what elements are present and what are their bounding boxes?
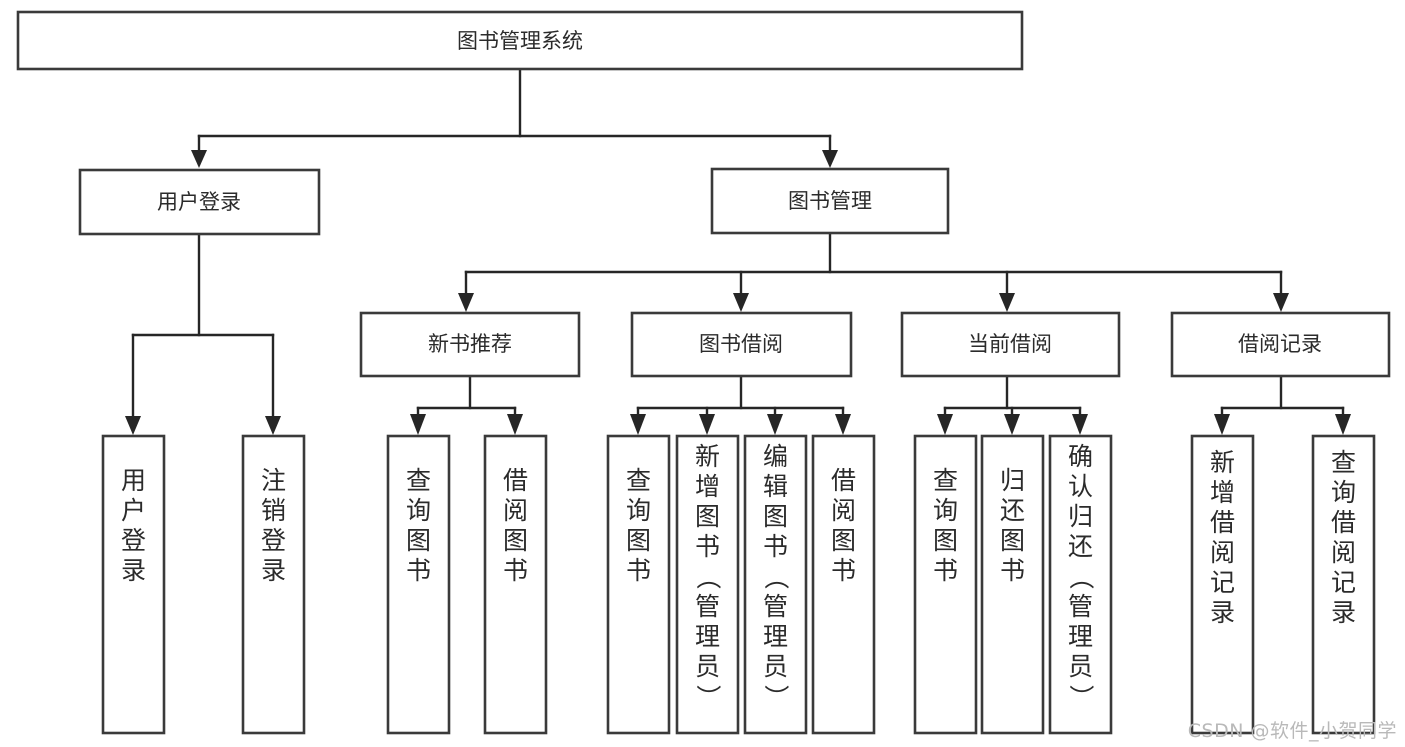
- arrow-head-to-borrow-record: [1273, 293, 1289, 312]
- node-box-leaf-query-books-2[interactable]: [606, 434, 671, 735]
- arrow-head-leaf-8: [937, 414, 953, 435]
- arrow-head-leaf-6: [767, 414, 783, 435]
- node-label-user-login: 用户登录: [157, 190, 241, 214]
- node-box-leaf-logout[interactable]: [241, 434, 306, 735]
- node-box-new-book-recommend[interactable]: [359, 311, 581, 378]
- arrow-head-leaf-7: [835, 414, 851, 435]
- node-box-leaf-query-books-3[interactable]: [913, 434, 978, 735]
- arrow-head-leaf-4: [630, 414, 646, 435]
- arrow-head-leaf-2: [410, 414, 426, 435]
- connector-group-book-manage: [458, 231, 1289, 312]
- connector-group-current-borrow: [937, 374, 1088, 435]
- node-label-new-book-recommend: 新书推荐: [428, 332, 512, 356]
- node-box-leaf-confirm-return[interactable]: [1048, 434, 1113, 735]
- node-label-current-borrow: 当前借阅: [968, 332, 1052, 356]
- node-new-book-recommend[interactable]: 新书推荐: [359, 311, 581, 378]
- node-box-leaf-borrow-books-1[interactable]: [483, 434, 548, 735]
- arrow-head-to-new-book-rec: [458, 293, 474, 312]
- arrow-head-to-user-login: [191, 150, 207, 168]
- node-label-root: 图书管理系统: [457, 29, 583, 53]
- leaf-boxes: [101, 434, 1376, 735]
- node-box-leaf-add-record[interactable]: [1190, 434, 1255, 735]
- node-box-current-borrow[interactable]: [900, 311, 1121, 378]
- csdn-watermark: CSDN @软件_小贺同学: [1187, 720, 1397, 742]
- node-box-leaf-return-books[interactable]: [980, 434, 1045, 735]
- node-book-borrow[interactable]: 图书借阅: [630, 311, 853, 378]
- node-user-login[interactable]: 用户登录: [78, 168, 321, 236]
- node-label-borrow-record: 借阅记录: [1238, 332, 1322, 356]
- node-box-borrow-record[interactable]: [1170, 311, 1391, 378]
- arrow-head-leaf-9: [1004, 414, 1020, 435]
- node-box-leaf-borrow-books-2[interactable]: [811, 434, 876, 735]
- node-root[interactable]: 图书管理系统: [16, 10, 1024, 71]
- arrow-head-to-current-borrow: [999, 293, 1015, 312]
- node-current-borrow[interactable]: 当前借阅: [900, 311, 1121, 378]
- node-box-leaf-query-books-1[interactable]: [386, 434, 451, 735]
- connector-group-book-borrow: [630, 374, 851, 435]
- node-label-book-manage: 图书管理: [788, 189, 872, 213]
- arrow-head-leaf-11: [1214, 414, 1230, 435]
- connector-group-user-login: [125, 232, 281, 435]
- node-box-root[interactable]: [16, 10, 1024, 71]
- node-borrow-record[interactable]: 借阅记录: [1170, 311, 1391, 378]
- arrow-head-leaf-0: [125, 416, 141, 435]
- arrow-head-leaf-12: [1335, 414, 1351, 435]
- arrow-head-to-book-borrow: [733, 293, 749, 312]
- arrow-head-to-book-manage: [822, 150, 838, 168]
- node-box-leaf-add-book-admin[interactable]: [675, 434, 740, 735]
- node-label-book-borrow: 图书借阅: [699, 332, 783, 356]
- connector-group-root: [191, 67, 838, 168]
- node-book-manage[interactable]: 图书管理: [710, 167, 950, 235]
- connector-group-borrow-record: [1214, 374, 1351, 435]
- node-box-book-borrow[interactable]: [630, 311, 853, 378]
- node-box-user-login[interactable]: [78, 168, 321, 236]
- node-box-book-manage[interactable]: [710, 167, 950, 235]
- arrow-head-leaf-3: [507, 414, 523, 435]
- arrow-head-leaf-5: [699, 414, 715, 435]
- node-box-leaf-user-login[interactable]: [101, 434, 166, 735]
- node-box-leaf-edit-book-admin[interactable]: [743, 434, 808, 735]
- arrow-head-leaf-10: [1072, 414, 1088, 435]
- node-box-leaf-query-record[interactable]: [1311, 434, 1376, 735]
- connector-group-new-book-rec: [410, 374, 523, 435]
- arrow-head-leaf-1: [265, 416, 281, 435]
